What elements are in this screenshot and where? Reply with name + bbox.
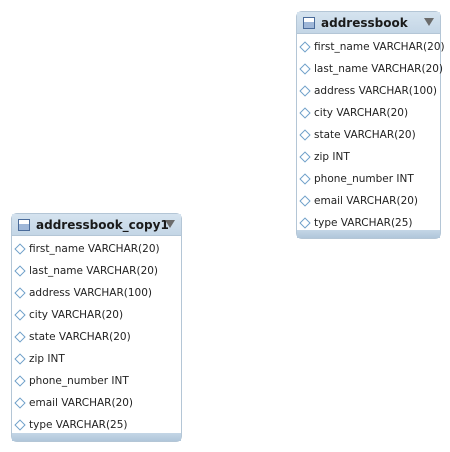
column-list: first_name VARCHAR(20) last_name VARCHAR…	[12, 236, 181, 436]
table-footer	[297, 230, 440, 238]
column-row[interactable]: state VARCHAR(20)	[297, 124, 440, 146]
column-label: address VARCHAR(100)	[314, 85, 437, 97]
column-diamond-icon	[299, 217, 311, 229]
column-row[interactable]: last_name VARCHAR(20)	[297, 58, 444, 80]
column-label: email VARCHAR(20)	[314, 195, 419, 207]
column-label: email VARCHAR(20)	[29, 397, 134, 409]
column-row[interactable]: address VARCHAR(100)	[12, 282, 181, 304]
table-title: addressbook_copy1	[36, 217, 169, 232]
column-row[interactable]: phone_number INT	[297, 168, 440, 190]
column-label: zip INT	[314, 151, 350, 163]
column-label: phone_number INT	[29, 375, 129, 387]
column-label: zip INT	[29, 353, 65, 365]
column-diamond-icon	[14, 265, 26, 277]
column-label: phone_number INT	[314, 173, 414, 185]
column-label: first_name VARCHAR(20)	[314, 41, 445, 53]
column-row[interactable]: phone_number INT	[12, 370, 181, 392]
column-row[interactable]: email VARCHAR(20)	[297, 190, 440, 212]
column-row[interactable]: zip INT	[12, 348, 181, 370]
column-row[interactable]: state VARCHAR(20)	[12, 326, 181, 348]
column-row[interactable]: type VARCHAR(25)	[12, 414, 181, 436]
column-label: type VARCHAR(25)	[29, 419, 128, 431]
column-diamond-icon	[14, 419, 26, 431]
column-diamond-icon	[14, 243, 26, 255]
column-label: last_name VARCHAR(20)	[314, 63, 444, 75]
column-row[interactable]: city VARCHAR(20)	[12, 304, 181, 326]
column-diamond-icon	[14, 375, 26, 387]
column-row[interactable]: type VARCHAR(25)	[297, 212, 440, 234]
table-header[interactable]: addressbook	[297, 12, 440, 34]
column-diamond-icon	[14, 331, 26, 343]
column-row[interactable]: zip INT	[297, 146, 440, 168]
column-row[interactable]: email VARCHAR(20)	[12, 392, 181, 414]
table-header[interactable]: addressbook_copy1	[12, 214, 181, 236]
column-label: address VARCHAR(100)	[29, 287, 152, 299]
column-diamond-icon	[299, 151, 311, 163]
column-diamond-icon	[299, 107, 311, 119]
column-diamond-icon	[299, 173, 311, 185]
column-label: city VARCHAR(20)	[314, 107, 409, 119]
table-icon	[303, 16, 315, 29]
column-row[interactable]: last_name VARCHAR(20)	[12, 260, 181, 282]
column-label: state VARCHAR(20)	[314, 129, 416, 141]
column-label: city VARCHAR(20)	[29, 309, 124, 321]
column-diamond-icon	[299, 129, 311, 141]
table-addressbook-copy1[interactable]: addressbook_copy1 first_name VARCHAR(20)…	[11, 213, 182, 442]
column-label: type VARCHAR(25)	[314, 217, 413, 229]
column-diamond-icon	[299, 41, 311, 53]
column-row[interactable]: address VARCHAR(100)	[297, 80, 440, 102]
table-addressbook[interactable]: addressbook first_name VARCHAR(20) last_…	[296, 11, 445, 239]
column-diamond-icon	[299, 63, 311, 75]
column-row[interactable]: first_name VARCHAR(20)	[297, 36, 445, 58]
column-diamond-icon	[299, 85, 311, 97]
table-title: addressbook	[321, 15, 408, 30]
table-footer	[12, 433, 181, 441]
column-diamond-icon	[14, 353, 26, 365]
table-icon	[18, 218, 30, 231]
column-diamond-icon	[299, 195, 311, 207]
column-row[interactable]: first_name VARCHAR(20)	[12, 238, 181, 260]
column-list: first_name VARCHAR(20) last_name VARCHAR…	[297, 34, 445, 234]
chevron-down-icon[interactable]	[165, 220, 175, 228]
column-row[interactable]: city VARCHAR(20)	[297, 102, 440, 124]
column-label: first_name VARCHAR(20)	[29, 243, 160, 255]
column-diamond-icon	[14, 397, 26, 409]
column-diamond-icon	[14, 287, 26, 299]
chevron-down-icon[interactable]	[424, 18, 434, 26]
column-label: last_name VARCHAR(20)	[29, 265, 159, 277]
column-diamond-icon	[14, 309, 26, 321]
column-label: state VARCHAR(20)	[29, 331, 131, 343]
